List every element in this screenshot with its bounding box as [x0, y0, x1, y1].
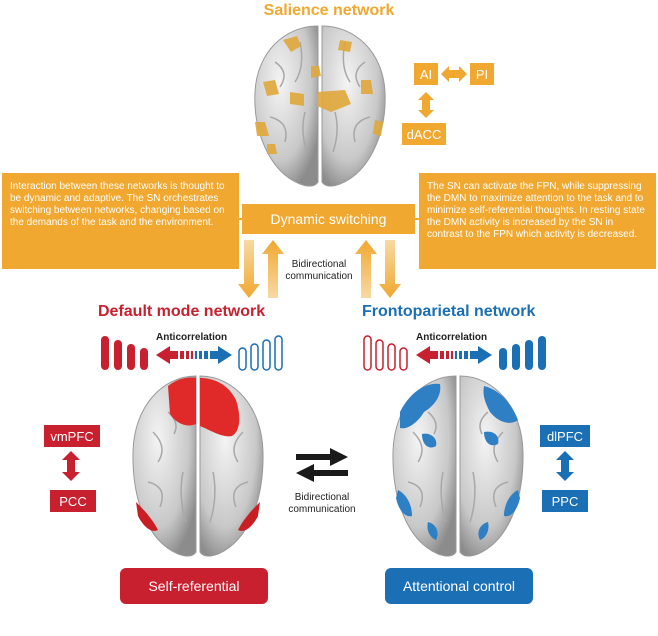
node-dacc-tag: dACC — [402, 123, 446, 145]
bidirectional-label-middle: Bidirectional communication — [288, 492, 356, 515]
node-ai-label: AI — [419, 66, 433, 82]
vmpfc-pcc-arrow — [62, 451, 80, 481]
info-box-right: The SN can activate the FPN, while suppr… — [419, 173, 656, 269]
dmn-function-label: Self-referential — [148, 578, 240, 594]
node-pcc-label: PCC — [59, 493, 87, 509]
node-ai-tag: AI — [414, 63, 438, 85]
node-pi-tag: PI — [470, 63, 494, 85]
ai-pi-arrow — [441, 66, 467, 82]
dmn-anticorrelation-graphic — [101, 335, 283, 371]
info-box-left: Interaction between these networks is th… — [2, 173, 239, 269]
dynamic-switching-box: Dynamic switching — [242, 204, 415, 234]
fpn-anticorrelation-label: Anticorrelation — [416, 332, 488, 343]
dmn-title: Default mode network — [98, 303, 266, 320]
fpn-brain-image — [392, 375, 524, 557]
fpn-anticorrelation-graphic — [363, 335, 546, 371]
dlpfc-ppc-arrow — [556, 451, 574, 481]
node-dlpfc-tag: dlPFC — [540, 425, 590, 447]
node-pi-label: PI — [475, 66, 489, 82]
node-pcc-tag: PCC — [50, 490, 96, 512]
salience-brain-image — [254, 25, 386, 187]
vertical-arrows-left — [238, 240, 284, 298]
middle-bidirectional-arrows — [296, 448, 348, 482]
ai-dacc-arrow — [418, 92, 434, 118]
node-vmpfc-label: vmPFC — [50, 428, 94, 444]
node-ppc-tag: PPC — [542, 490, 588, 512]
bidirectional-label-top: Bidirectional communication — [285, 259, 353, 282]
fpn-function-box: Attentional control — [385, 568, 533, 604]
fpn-function-label: Attentional control — [402, 578, 516, 594]
node-dacc-label: dACC — [406, 126, 442, 142]
salience-network-title: Salience network — [263, 2, 395, 19]
node-ppc-label: PPC — [551, 493, 579, 509]
dmn-brain-image — [132, 375, 264, 557]
vertical-arrows-right — [355, 240, 401, 298]
connector-lines — [239, 218, 419, 220]
node-vmpfc-tag: vmPFC — [44, 425, 100, 447]
node-dlpfc-label: dlPFC — [546, 428, 584, 444]
fpn-title: Frontoparietal network — [362, 303, 536, 320]
dynamic-switching-label: Dynamic switching — [270, 211, 387, 227]
dmn-function-box: Self-referential — [120, 568, 268, 604]
dmn-anticorrelation-label: Anticorrelation — [156, 332, 228, 343]
